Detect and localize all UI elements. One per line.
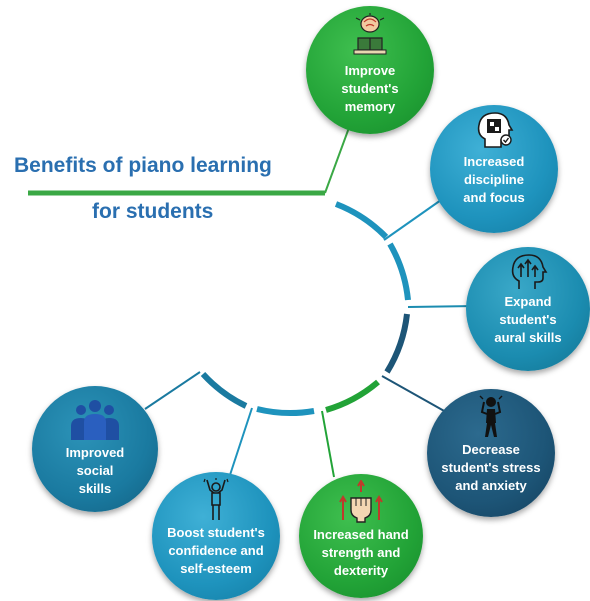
benefit-social-skills-label: Improved social skills	[65, 445, 125, 496]
benefit-aural-skills: Expand student's aural skills	[466, 247, 590, 371]
brain-reading-icon	[353, 13, 387, 55]
connector-memory	[324, 124, 351, 194]
hub-arc-bottom	[256, 406, 315, 416]
benefit-hand-strength: Increased hand strength and dexterity	[299, 474, 423, 598]
fist-arrows-icon	[339, 480, 383, 523]
group-people-icon	[71, 400, 119, 440]
connector-confidence	[228, 407, 253, 479]
head-puzzle-icon	[477, 112, 514, 148]
connector-social	[144, 371, 201, 410]
diagram-title-line1: Benefits of piano learning	[14, 154, 272, 177]
benefit-confidence: Boost student's confidence and self-este…	[152, 472, 280, 600]
diagram-title-line2: for students	[92, 200, 214, 223]
connector-hand	[321, 410, 335, 478]
benefit-social-skills: Improved social skills	[32, 386, 158, 512]
connector-aural	[407, 305, 477, 308]
hub-arc-bottom-right	[325, 379, 380, 413]
cheering-person-icon	[203, 478, 229, 520]
stressed-person-icon	[479, 395, 503, 437]
connector-stress	[381, 375, 447, 413]
benefit-stress-label: Decrease student's stress and anxiety	[441, 442, 541, 493]
hub-arc-right-upper	[387, 242, 411, 301]
benefit-memory-label: Improve student's memory	[341, 63, 399, 114]
benefit-stress: Decrease student's stress and anxiety	[427, 389, 555, 517]
benefit-aural-skills-label: Expand student's aural skills	[494, 294, 562, 345]
connector-discipline	[383, 199, 442, 241]
head-arrows-icon	[511, 254, 548, 289]
hub-arc-top	[334, 201, 389, 240]
benefit-discipline: Increased discipline and focus	[430, 105, 558, 233]
benefit-confidence-label: Boost student's confidence and self-este…	[167, 525, 265, 576]
benefit-discipline-label: Increased discipline and focus	[463, 154, 525, 205]
hub-arc-bottom-left	[200, 371, 248, 409]
benefit-hand-strength-label: Increased hand strength and dexterity	[313, 527, 409, 578]
benefit-memory: Improve student's memory	[306, 6, 434, 134]
hub-arc-right-mid	[384, 313, 410, 374]
